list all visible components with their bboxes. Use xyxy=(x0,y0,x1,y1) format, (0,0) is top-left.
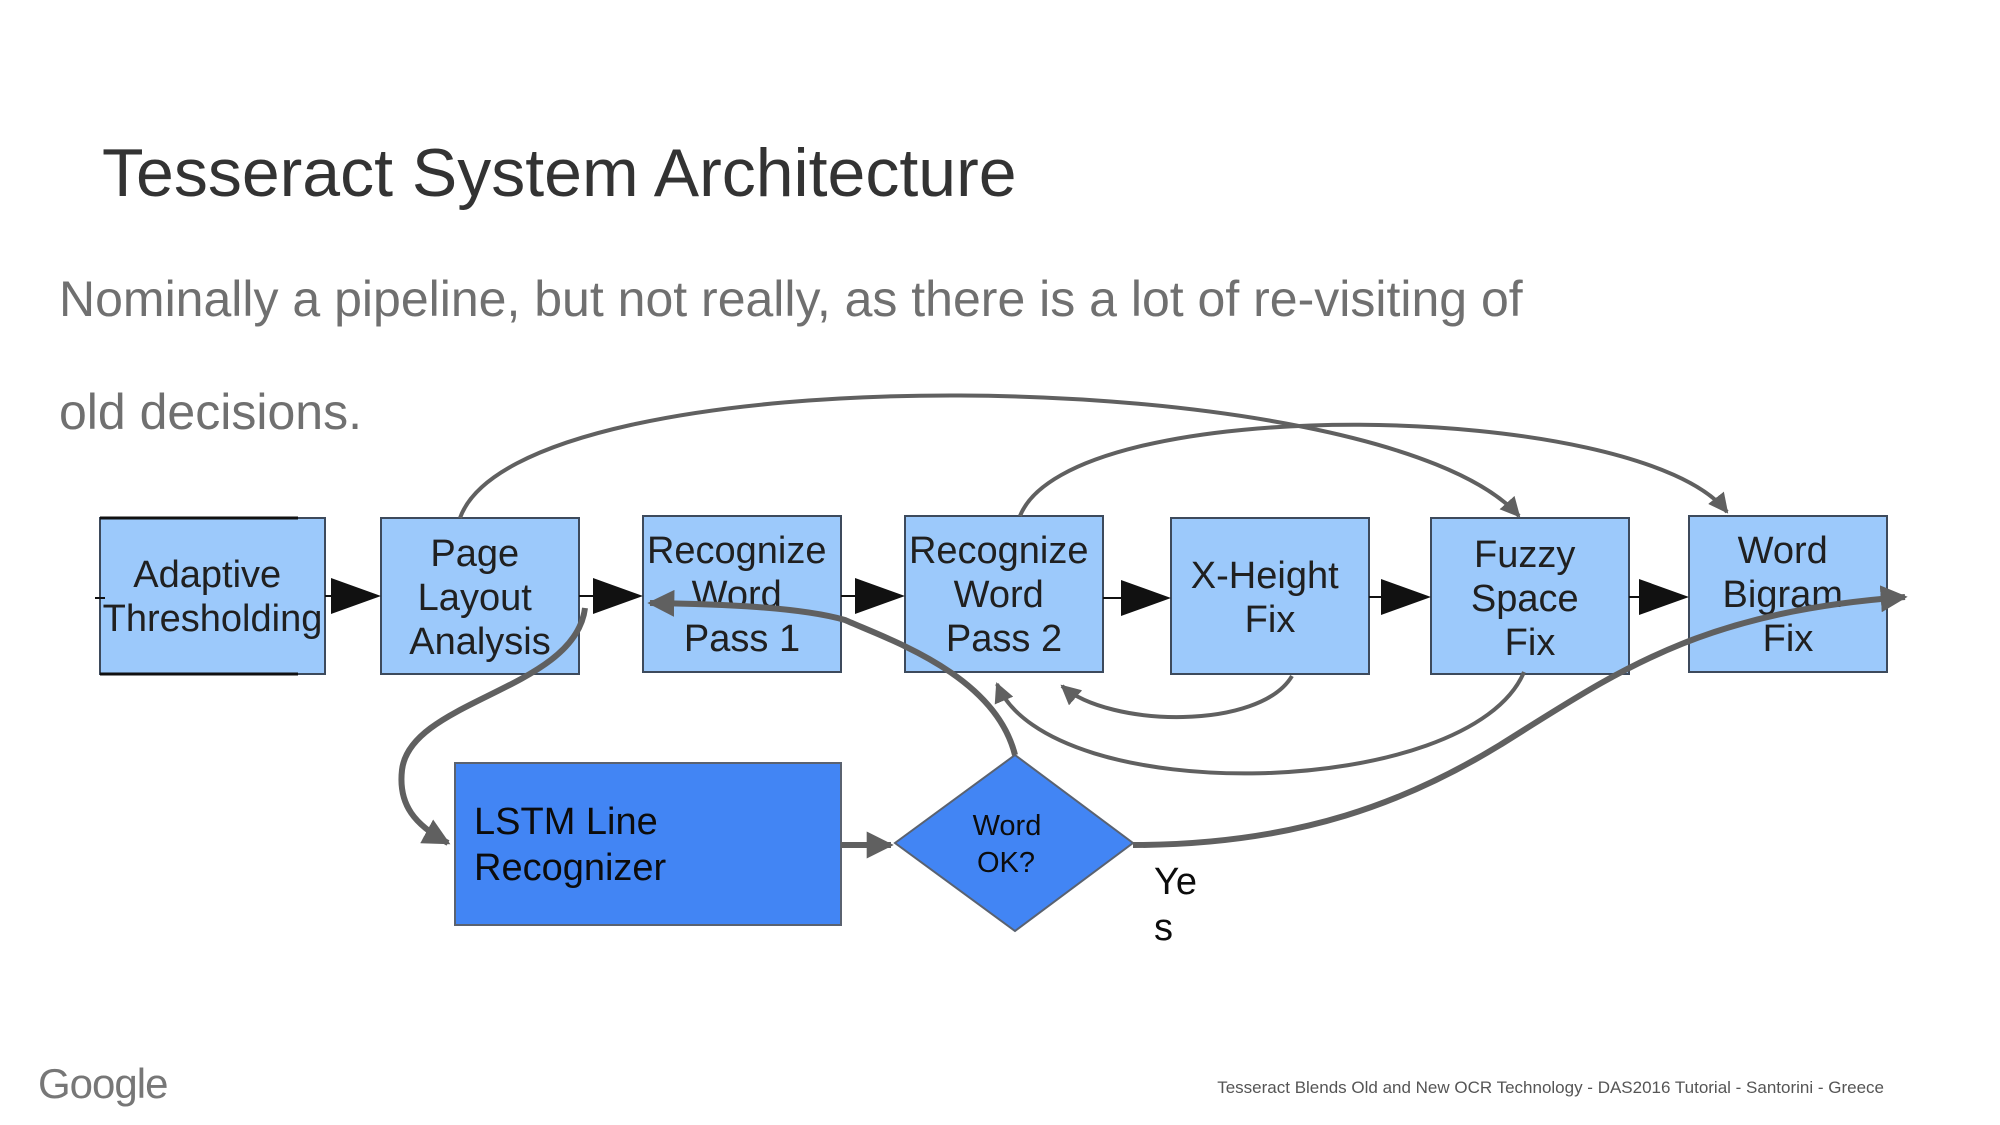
svg-text:Recognize Word: Recognize Word Pass 2 xyxy=(909,530,1099,660)
google-logo: Google xyxy=(38,1060,168,1107)
stage-label-line: Bigram xyxy=(1723,574,1843,616)
pipeline-arrow-6-7 xyxy=(1629,579,1689,615)
stage-label-line: Page xyxy=(430,533,519,575)
slide-subtitle-line1: Nominally a pipeline, but not really, as… xyxy=(59,271,1523,327)
stage-box-word-bigram-fix: Word Bigram Fix xyxy=(1688,515,1888,673)
svg-text:X-Height Fix: X-Height Fix xyxy=(1191,555,1349,641)
yes-label: Ye s xyxy=(1154,861,1208,949)
arrow-decision-to-pass1 xyxy=(647,589,1018,756)
feedback-arrows xyxy=(398,393,1908,859)
svg-text:Adaptive Thresholding: Adaptive Thresholding xyxy=(103,554,323,640)
lstm-label-line: Recognizer xyxy=(474,847,667,889)
stage-box-recognize-word-pass-2: Recognize Word Pass 2 xyxy=(904,515,1104,673)
pipeline-arrow-1-2 xyxy=(325,578,381,614)
stage-label-line: Space xyxy=(1471,578,1579,620)
lstm-label-line: LSTM Line xyxy=(474,801,658,843)
stage-label-line: Adaptive xyxy=(133,554,281,596)
slide-subtitle-line2: old decisions. xyxy=(59,384,362,440)
stage-label-line: Layout xyxy=(418,577,533,619)
stage-label-line: Analysis xyxy=(409,621,551,663)
stage-label-line: X-Height xyxy=(1191,555,1339,597)
pipeline-arrow-3-4 xyxy=(841,578,905,614)
stage-label-line: Fix xyxy=(1763,618,1814,660)
svg-text:Word OK?: Word OK? xyxy=(973,810,1050,879)
stage-label-line: Pass 1 xyxy=(684,618,800,660)
stage-box-x-height-fix: X-Height Fix xyxy=(1170,517,1370,675)
svg-text:LSTM Line Recognizer: LSTM Line Recognizer xyxy=(474,801,668,889)
stage-label-line: Fuzzy xyxy=(1474,534,1575,576)
svg-text:Fuzzy Space Fi: Fuzzy Space Fix xyxy=(1471,534,1589,664)
yes-label-line: Ye xyxy=(1154,861,1197,903)
stage-label-line: Fix xyxy=(1245,599,1296,641)
arrow-page-layout-to-lstm xyxy=(398,607,588,846)
slide-title: Tesseract System Architecture xyxy=(102,135,1017,211)
decision-label-line: OK? xyxy=(977,847,1035,879)
svg-text:Recognize Word: Recognize Word Pass 1 xyxy=(647,530,837,660)
arc-page-layout-to-fuzzy-space xyxy=(458,393,1521,519)
stage-label-line: Recognize xyxy=(909,530,1089,572)
stage-label-line: Word xyxy=(1738,530,1828,572)
stage-label-line: Thresholding xyxy=(103,598,323,640)
stage-box-page-layout-analysis: Page Layout Analysis xyxy=(380,517,580,675)
decision-label-line: Word xyxy=(973,810,1042,842)
arrow-decision-yes-to-word-bigram xyxy=(1132,585,1908,848)
pipeline-arrow-5-6 xyxy=(1369,579,1431,615)
yes-label-line: s xyxy=(1154,907,1173,949)
slide-footer: Tesseract Blends Old and New OCR Technol… xyxy=(1217,1078,1884,1097)
stage-label-line: Pass 2 xyxy=(946,618,1062,660)
pipeline-arrow-4-5 xyxy=(1103,580,1171,616)
stage-box-fuzzy-space-fix: Fuzzy Space Fix xyxy=(1430,517,1630,675)
word-ok-decision-diamond: Word OK? xyxy=(893,753,1135,933)
lstm-line-recognizer-box: LSTM Line Recognizer xyxy=(454,762,842,926)
stage-label-line: Word xyxy=(954,574,1044,616)
arc-pass2-to-word-bigram xyxy=(1018,422,1729,517)
arc-x-height-to-pass2 xyxy=(1060,674,1294,720)
pipeline-arrow-2-3 xyxy=(579,578,643,614)
stage-label-line: Fix xyxy=(1505,622,1556,664)
svg-text:Page Layout An: Page Layout Analysis xyxy=(409,533,551,663)
pipeline-arrows xyxy=(95,578,1689,616)
stage-box-recognize-word-pass-1: Recognize Word Pass 1 xyxy=(642,515,842,673)
stage-label-line: Recognize xyxy=(647,530,827,572)
arc-fuzzy-space-to-pass2 xyxy=(994,671,1526,776)
stage-box-adaptive-thresholding: Adaptive Thresholding xyxy=(99,516,326,676)
